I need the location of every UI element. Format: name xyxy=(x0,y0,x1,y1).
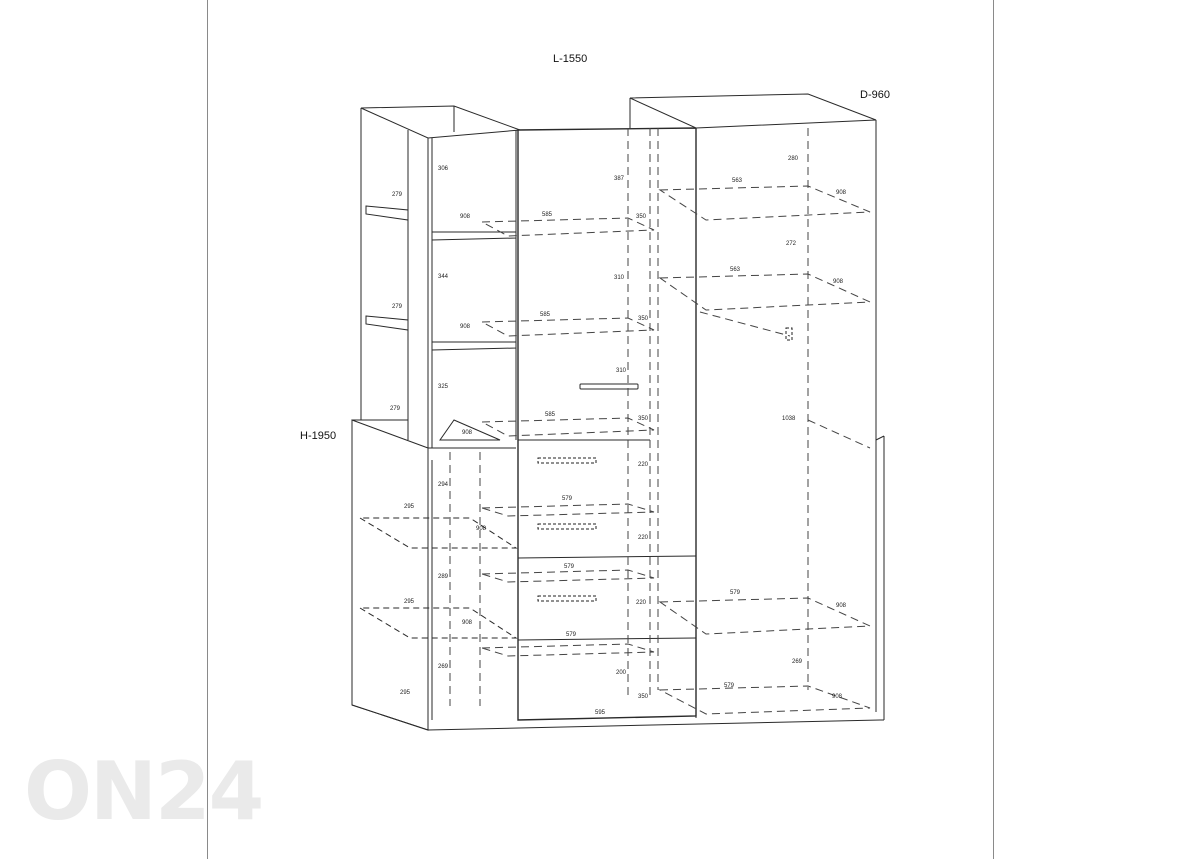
dim-text: 579 xyxy=(564,564,575,570)
dim-text: 350 xyxy=(638,316,649,322)
dim-text: 269 xyxy=(792,659,803,665)
dim-text: 1038 xyxy=(782,416,796,422)
dim-text: 272 xyxy=(786,241,797,247)
dim-text: 387 xyxy=(614,176,625,182)
hidden-edges xyxy=(449,128,871,715)
dim-text: 908 xyxy=(462,620,473,626)
dim-text: 579 xyxy=(562,496,573,502)
dim-text: 200 xyxy=(616,670,627,676)
dim-text: 350 xyxy=(638,694,649,700)
dim-text: 595 xyxy=(595,710,606,716)
dim-text: 310 xyxy=(616,368,627,374)
upper-open-shelf-unit xyxy=(360,105,521,448)
dim-text: 344 xyxy=(438,274,449,280)
dim-text: 220 xyxy=(638,462,649,468)
page-border-right xyxy=(993,0,994,859)
dim-text: 563 xyxy=(732,178,743,184)
dim-text: 908 xyxy=(460,214,471,220)
right-wardrobe xyxy=(629,93,885,721)
dim-text: 294 xyxy=(438,482,449,488)
dim-text: 350 xyxy=(636,214,647,220)
dim-text: 908 xyxy=(476,526,487,532)
overall-height-label: H-1950 xyxy=(300,430,337,442)
dim-text: 585 xyxy=(540,312,551,318)
dim-text: 295 xyxy=(404,504,415,510)
dim-text: 908 xyxy=(836,603,847,609)
dim-text: 350 xyxy=(638,416,649,422)
dim-text: 908 xyxy=(833,279,844,285)
dim-text: 279 xyxy=(392,192,403,198)
dim-text: 310 xyxy=(614,275,625,281)
dim-text: 325 xyxy=(438,384,449,390)
dim-text: 908 xyxy=(460,324,471,330)
dim-text: 220 xyxy=(636,600,647,606)
watermark-logo: ON24 xyxy=(24,745,264,838)
overall-length-label: L-1550 xyxy=(553,53,588,65)
dim-text: 579 xyxy=(724,683,735,689)
dim-text: 269 xyxy=(438,664,449,670)
dim-text: 579 xyxy=(730,590,741,596)
dim-text: 563 xyxy=(730,267,741,273)
lower-left-base-unit xyxy=(351,419,881,731)
dim-text: 289 xyxy=(438,574,449,580)
dim-text: 279 xyxy=(392,304,403,310)
dim-text: 295 xyxy=(404,599,415,605)
dim-text: 585 xyxy=(545,412,556,418)
dim-text: 295 xyxy=(400,690,411,696)
drawer-handles xyxy=(537,327,793,602)
dim-text: 585 xyxy=(542,212,553,218)
dimension-numbers: 306 279 908 344 279 908 325 279 908 294 … xyxy=(390,156,847,716)
dim-text: 280 xyxy=(788,156,799,162)
overall-depth-label: D-960 xyxy=(860,89,890,101)
dim-text: 908 xyxy=(462,430,473,436)
dim-text: 306 xyxy=(438,166,449,172)
dim-text: 579 xyxy=(566,632,577,638)
dim-text: 908 xyxy=(832,694,843,700)
dim-text: 220 xyxy=(638,535,649,541)
dim-text: 908 xyxy=(836,190,847,196)
dim-text: 279 xyxy=(390,406,401,412)
page-border-left xyxy=(207,0,208,859)
